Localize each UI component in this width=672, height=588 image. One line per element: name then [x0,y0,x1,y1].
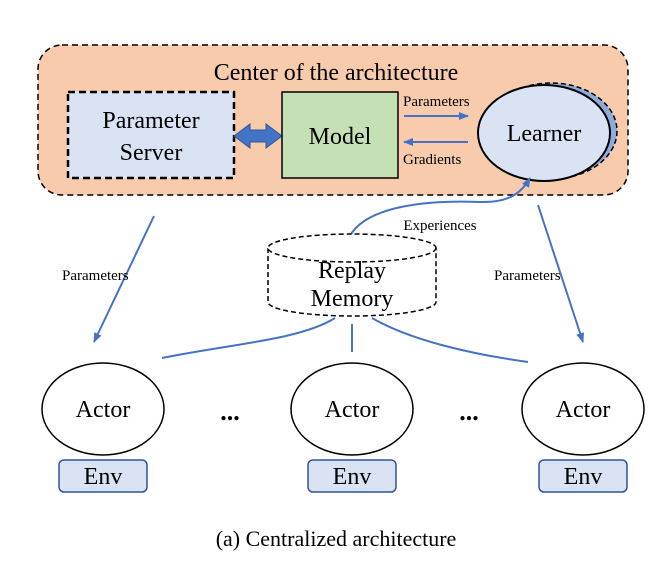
replay-memory-label-line2: Memory [311,286,394,312]
parameters-left-label: Parameters [62,268,129,284]
replay-to-actor-left-line [161,317,336,359]
ellipsis-1: ... [220,397,240,426]
experiences-arrow [347,177,531,241]
replay-memory-label-line1: Replay [318,258,386,284]
parameters-top-label: Parameters [403,94,470,110]
learner-node [477,84,611,182]
gradients-label: Gradients [403,152,461,168]
replay-to-actor-right-line [371,317,529,363]
parameter-server-label-line1: Parameter [102,108,199,134]
env-label-2: Env [333,464,372,490]
env-box-2 [307,459,397,493]
actor-node-2 [290,362,414,456]
actor-label-1: Actor [76,397,131,423]
env-label-3: Env [564,464,603,490]
parameter-server-box [66,90,236,180]
experiences-label: Experiences [403,218,476,234]
learner-label: Learner [507,121,582,147]
parameter-server-label-line2: Server [120,140,183,166]
parameters-right-arrow [537,204,584,343]
replay-memory-top [267,233,437,263]
parameters-left-arrow [93,215,155,343]
actor-label-2: Actor [325,397,380,423]
center-title: Center of the architecture [214,60,459,86]
env-box-3 [538,459,628,493]
actor-label-3: Actor [556,397,611,423]
ellipsis-2: ... [459,397,479,426]
model-box [281,91,399,179]
actor-node-3 [521,362,645,456]
replay-memory-cylinder [267,248,437,317]
actor-node-1 [41,362,165,456]
env-box-1 [58,459,148,493]
parameters-right-label: Parameters [494,268,561,284]
figure-caption: (a) Centralized architecture [215,526,457,551]
env-label-1: Env [84,464,123,490]
model-label: Model [309,124,372,150]
